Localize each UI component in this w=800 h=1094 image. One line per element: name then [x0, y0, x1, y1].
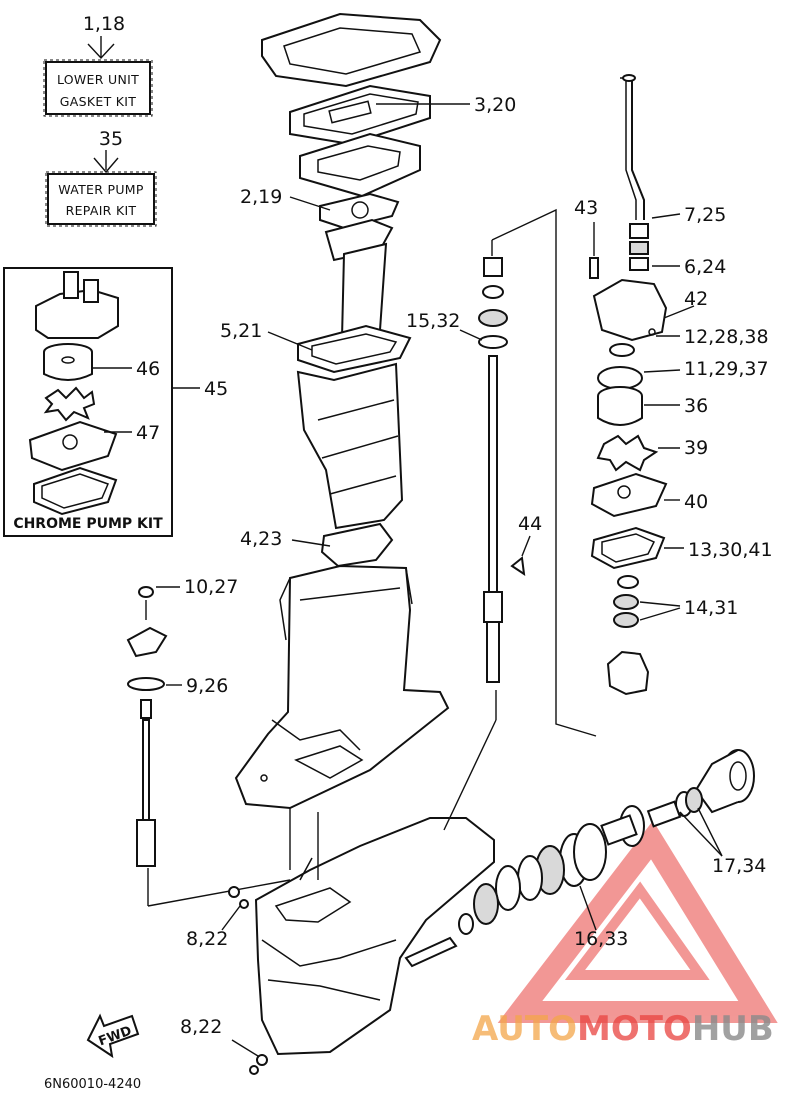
label-45: 45 — [204, 378, 228, 400]
gasket-kit-box — [43, 36, 153, 117]
label-15-32: 15,32 — [406, 310, 460, 332]
watermark-logo — [497, 820, 778, 1023]
label-5-21: 5,21 — [220, 320, 262, 342]
kit-pump-line1: WATER PUMP — [58, 182, 144, 197]
label-47: 47 — [136, 422, 160, 444]
label-16-33: 16,33 — [574, 928, 628, 950]
lower-casing — [234, 564, 495, 1056]
label-39: 39 — [684, 437, 708, 459]
kit-gasket-line2: GASKET KIT — [60, 94, 136, 109]
label-42: 42 — [684, 288, 708, 310]
shift-rod-assembly — [126, 586, 291, 907]
leader-2 — [289, 196, 331, 211]
label-46: 46 — [136, 358, 160, 380]
kit-pump-line2: REPAIR KIT — [66, 203, 137, 218]
leader-4 — [291, 539, 331, 547]
label-8-22-upper: 8,22 — [186, 928, 228, 950]
label-1-18: 1,18 — [83, 13, 125, 35]
watermark-part1: AUTO — [472, 1009, 577, 1049]
label-13-30-41: 13,30,41 — [688, 539, 773, 561]
diagram-code: 6N60010-4240 — [44, 1077, 141, 1092]
label-6-24: 6,24 — [684, 256, 726, 278]
label-43: 43 — [574, 197, 598, 219]
label-11-29-37: 11,29,37 — [684, 358, 769, 380]
label-14-31: 14,31 — [684, 597, 738, 619]
water-pump-assembly — [589, 74, 668, 696]
label-4-23: 4,23 — [240, 528, 282, 550]
bolt-8-lower — [249, 1054, 268, 1075]
label-3-20: 3,20 — [474, 94, 516, 116]
label-8-22-lower: 8,22 — [180, 1016, 222, 1038]
label-35: 35 — [99, 128, 123, 150]
upper-casing-stack — [261, 12, 442, 568]
watermark-part3: HUB — [692, 1009, 774, 1049]
kit-chrome-label: CHROME PUMP KIT — [13, 516, 163, 532]
label-12-28-38: 12,28,38 — [684, 326, 769, 348]
propshaft-assembly — [404, 749, 755, 968]
label-9-26: 9,26 — [186, 675, 228, 697]
watermark-text: AUTOMOTOHUB — [472, 1009, 774, 1049]
driveshaft-assembly — [443, 208, 597, 831]
label-7-25: 7,25 — [684, 204, 726, 226]
label-40: 40 — [684, 491, 708, 513]
bolt-8-upper — [228, 886, 249, 909]
label-17-34: 17,34 — [712, 855, 766, 877]
watermark-part2: MOTO — [577, 1009, 692, 1049]
leader-5 — [267, 331, 313, 351]
label-44: 44 — [518, 513, 542, 535]
chrome-pump-kit-box — [3, 267, 200, 537]
water-pump-kit-box — [45, 150, 157, 227]
kit-gasket-line1: LOWER UNIT — [57, 72, 139, 87]
fwd-arrow — [86, 1013, 140, 1059]
label-2-19: 2,19 — [240, 186, 282, 208]
label-36: 36 — [684, 395, 708, 417]
label-10-27: 10,27 — [184, 576, 238, 598]
